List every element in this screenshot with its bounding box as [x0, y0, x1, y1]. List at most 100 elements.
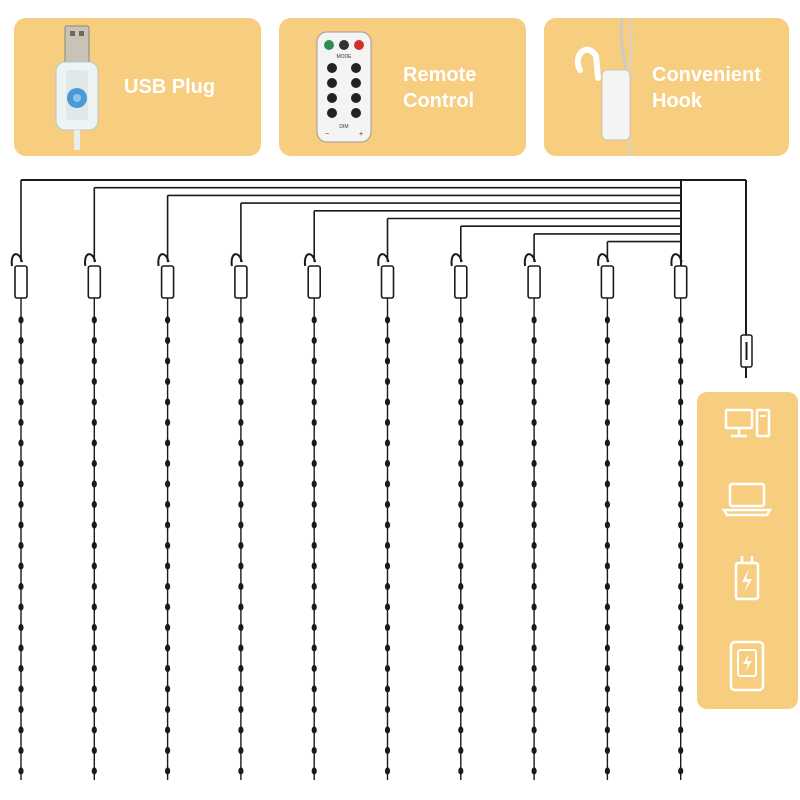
strand-bead — [18, 562, 24, 570]
strand-bead — [91, 418, 97, 427]
strand-hook-icon — [377, 253, 390, 267]
strand-bead — [18, 644, 24, 652]
strand-bead — [18, 439, 24, 447]
strand-bead — [458, 726, 464, 734]
strand-bead — [604, 685, 611, 693]
strand-bead — [18, 685, 24, 693]
strand-bead — [531, 398, 537, 406]
strand-bead — [91, 439, 97, 447]
strand-bead — [384, 726, 391, 734]
strand-bead — [678, 603, 684, 611]
strand-bead — [311, 603, 317, 611]
strand-bead — [165, 562, 171, 570]
strand-bead — [531, 336, 537, 345]
strand-bead — [458, 705, 464, 714]
strand-hook-icon — [450, 253, 463, 267]
strand-bead — [384, 480, 391, 488]
strand-bead — [384, 398, 391, 406]
strand-bead — [458, 521, 464, 529]
strand-bead — [384, 459, 391, 468]
strand-hook-icon — [10, 253, 23, 267]
strand-bead — [311, 541, 317, 550]
strand-bead — [384, 418, 391, 427]
wall-charger-icon — [734, 556, 760, 601]
strand-bead — [311, 316, 317, 324]
strand-bead — [18, 541, 24, 550]
strand-bead — [604, 316, 611, 324]
strand-bead — [91, 746, 97, 755]
strand-bead — [604, 336, 611, 345]
strand-bead — [238, 377, 244, 386]
strand-bead — [165, 459, 171, 468]
strand-bead — [678, 521, 684, 529]
strand-hook-icon — [523, 253, 537, 267]
strand-bead — [91, 726, 97, 734]
strand-bead — [18, 480, 24, 488]
strand-bead — [311, 377, 317, 386]
strand-bead — [311, 480, 317, 488]
strand-bead — [165, 500, 171, 509]
strand-bead — [384, 685, 391, 693]
strand-bead — [18, 418, 24, 427]
power-bank-icon — [729, 640, 765, 692]
strand-bead — [311, 459, 317, 468]
strand-bead — [18, 316, 24, 324]
strand-bead — [165, 418, 171, 427]
strand-bead — [458, 316, 464, 324]
strand-bead — [165, 705, 171, 714]
strand-bead — [458, 767, 464, 775]
strand-bead — [384, 767, 391, 775]
strand-bead — [165, 316, 171, 324]
strand-clip — [600, 265, 615, 299]
strand-bead — [604, 705, 611, 714]
strand-bead — [91, 398, 97, 406]
strand-bead — [604, 582, 611, 591]
strand-bead — [91, 644, 97, 652]
strand-bead — [311, 664, 317, 673]
strand-clip — [453, 265, 468, 299]
strand-bead — [458, 664, 464, 673]
strand-bead — [604, 726, 611, 734]
strand-bead — [91, 767, 97, 775]
strand-bead — [678, 418, 684, 427]
strand-bead — [238, 439, 244, 447]
strand-bead — [165, 357, 171, 365]
strand-bead — [165, 521, 171, 529]
strand-bead — [311, 357, 317, 365]
usb-plug-label: USB Plug — [124, 76, 216, 98]
strand-bead — [238, 336, 244, 345]
strand-bead — [91, 541, 97, 550]
strand-bead — [165, 336, 171, 345]
strand-hook-icon — [670, 253, 683, 267]
strand-bead — [604, 480, 611, 488]
strand-bead — [18, 357, 24, 365]
strand-bead — [604, 746, 611, 755]
strand-bead — [311, 336, 317, 345]
strand-bead — [18, 664, 24, 673]
strand-bead — [678, 398, 684, 406]
strand-bead — [238, 459, 244, 468]
strand-bead — [91, 521, 97, 529]
strand-bead — [531, 541, 537, 550]
strand-clip — [307, 265, 322, 299]
strand-bead — [384, 377, 391, 386]
strand-bead — [531, 377, 537, 386]
strand-bead — [238, 685, 244, 693]
strand-bead — [18, 521, 24, 529]
strand-bead — [91, 377, 97, 386]
strand-bead — [165, 746, 171, 755]
strand-bead — [384, 357, 391, 365]
strand-bead — [165, 582, 171, 591]
strand-bead — [458, 562, 464, 570]
strand-bead — [678, 746, 684, 755]
strand-bead — [604, 562, 611, 570]
strand-bead — [458, 418, 464, 427]
strand-bead — [604, 398, 611, 406]
strand-bead — [678, 623, 684, 632]
strand-bead — [678, 644, 684, 652]
desktop-computer-icon — [724, 408, 771, 438]
strand-bead — [165, 480, 171, 488]
convenient-hook-label: Convenient Hook — [652, 64, 761, 112]
strand-bead — [311, 562, 317, 570]
